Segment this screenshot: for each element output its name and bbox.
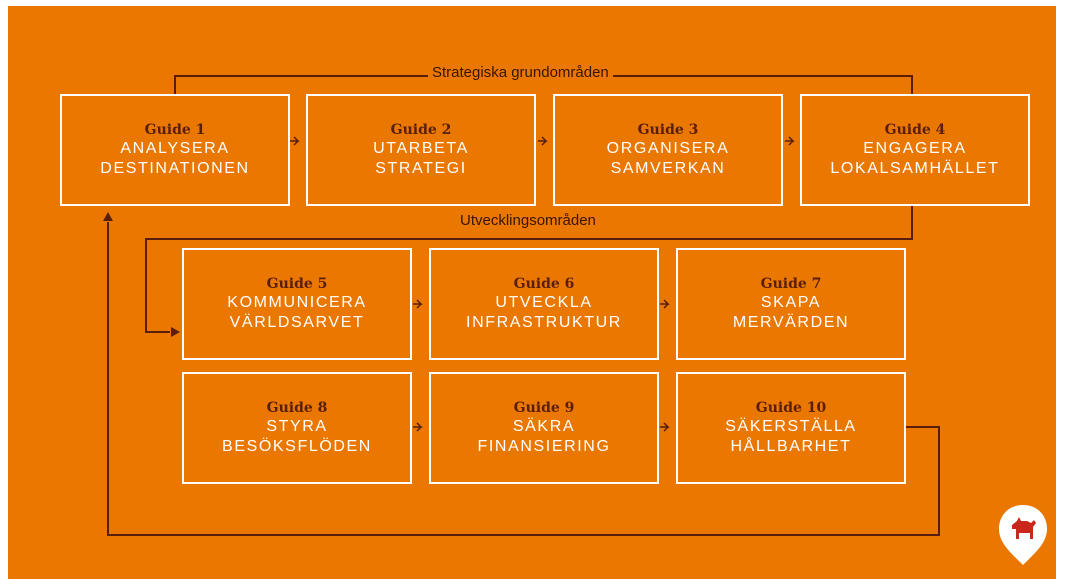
dala-horse-pin-icon <box>999 505 1047 565</box>
guide-1-box[interactable]: Guide 1 ANALYSERA DESTINATIONEN <box>60 94 290 206</box>
guide-10-title: Guide 10 <box>755 400 827 416</box>
guide-8-line2: BESÖKSFLÖDEN <box>222 438 372 455</box>
arrow-1-2 <box>290 136 300 146</box>
guide-1-line2: DESTINATIONEN <box>100 160 250 177</box>
guide-3-line1: ORGANISERA <box>606 140 730 157</box>
guide-4-line1: ENGAGERA <box>863 140 967 157</box>
guide-10-line1: SÄKERSTÄLLA <box>725 418 857 435</box>
guide-5-line2: VÄRLDSARVET <box>229 314 365 331</box>
arrow-head-into-guide1 <box>103 212 113 221</box>
guide-8-title: Guide 8 <box>266 400 328 416</box>
guide-2-title: Guide 2 <box>390 122 452 138</box>
guide-5-title: Guide 5 <box>266 276 328 292</box>
strategic-label: Strategiska grundområden <box>428 64 613 82</box>
guide-8-line1: STYRA <box>266 418 328 435</box>
arrow-3-4 <box>785 136 795 146</box>
guide-4-title: Guide 4 <box>884 122 946 138</box>
guide-2-box[interactable]: Guide 2 UTARBETA STRATEGI <box>306 94 536 206</box>
guide-10-line2: HÅLLBARHET <box>730 438 852 455</box>
guide-7-line1: SKAPA <box>760 294 822 311</box>
guide-2-line2: STRATEGI <box>375 160 467 177</box>
guide-4-line2: LOKALSAMHÄLLET <box>830 160 1000 177</box>
guide-5-line1: KOMMUNICERA <box>227 294 367 311</box>
guide-7-title: Guide 7 <box>760 276 822 292</box>
guide-1-title: Guide 1 <box>144 122 206 138</box>
feedback-loop-line <box>107 222 940 536</box>
guide-7-line2: MERVÄRDEN <box>732 314 850 331</box>
guide-6-line1: UTVECKLA <box>495 294 593 311</box>
arrow-head-into-guide5 <box>171 327 180 337</box>
guide-9-title: Guide 9 <box>513 400 575 416</box>
guide-9-line1: SÄKRA <box>512 418 576 435</box>
guide-9-line2: FINANSIERING <box>477 438 611 455</box>
guide-10-box[interactable]: Guide 10 SÄKERSTÄLLA HÅLLBARHET <box>676 372 906 484</box>
arrow-8-9 <box>413 422 423 432</box>
arrow-9-10 <box>660 422 670 432</box>
guide-5-box[interactable]: Guide 5 KOMMUNICERA VÄRLDSARVET <box>182 248 412 360</box>
arrow-2-3 <box>538 136 548 146</box>
guide-6-box[interactable]: Guide 6 UTVECKLA INFRASTRUKTUR <box>429 248 659 360</box>
guide-4-box[interactable]: Guide 4 ENGAGERA LOKALSAMHÄLLET <box>800 94 1030 206</box>
guide-6-line2: INFRASTRUKTUR <box>466 314 622 331</box>
guide-7-box[interactable]: Guide 7 SKAPA MERVÄRDEN <box>676 248 906 360</box>
arrow-6-7 <box>660 299 670 309</box>
guide-3-box[interactable]: Guide 3 ORGANISERA SAMVERKAN <box>553 94 783 206</box>
arrow-5-6 <box>413 299 423 309</box>
guide-1-line1: ANALYSERA <box>120 140 230 157</box>
guide-3-line2: SAMVERKAN <box>610 160 726 177</box>
guide-3-title: Guide 3 <box>637 122 699 138</box>
diagram-canvas: Strategiska grundområden Utvecklingsområ… <box>8 6 1056 579</box>
guide-8-box[interactable]: Guide 8 STYRA BESÖKSFLÖDEN <box>182 372 412 484</box>
development-label: Utvecklingsområden <box>456 212 600 230</box>
guide-9-box[interactable]: Guide 9 SÄKRA FINANSIERING <box>429 372 659 484</box>
guide-2-line1: UTARBETA <box>373 140 469 157</box>
guide-6-title: Guide 6 <box>513 276 575 292</box>
row1-to-row2-line <box>145 206 913 333</box>
